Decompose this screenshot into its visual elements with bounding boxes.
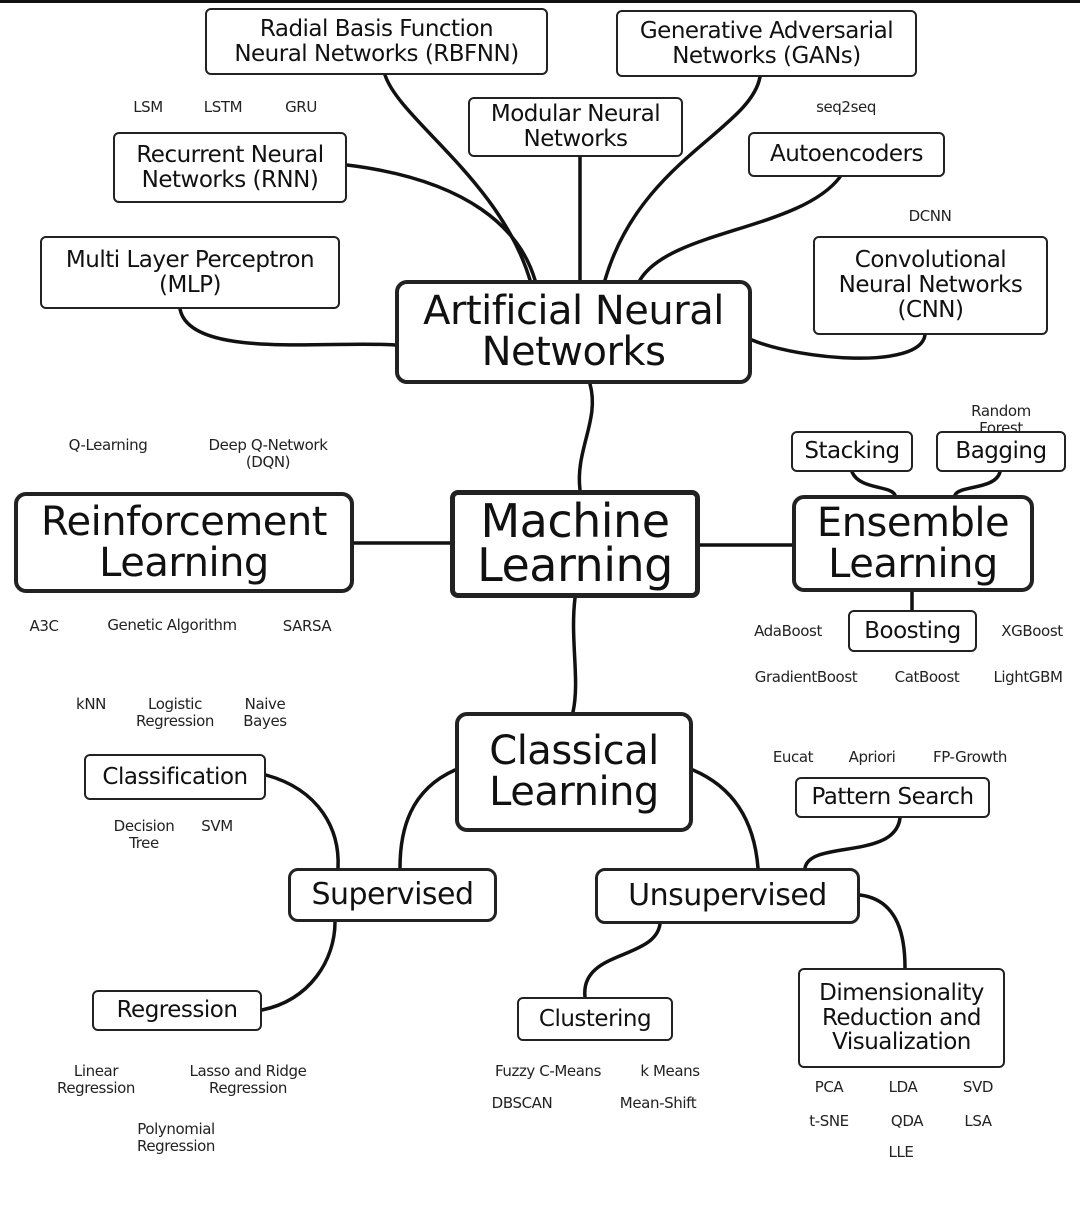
label-t-sne: t-SNE xyxy=(809,1112,849,1130)
node-reinforcement-learning: Reinforcement Learning xyxy=(14,492,354,593)
link-ann-autoencoders xyxy=(638,175,842,282)
node-artificial-neural-networks: Artificial Neural Networks xyxy=(395,280,752,384)
node-rbfnn: Radial Basis Function Neural Networks (R… xyxy=(205,8,548,75)
node-machine-learning: Machine Learning xyxy=(450,490,700,598)
link-ann-ml xyxy=(577,382,595,492)
node-pattern-search: Pattern Search xyxy=(795,777,990,818)
label-dqn: Deep Q-Network (DQN) xyxy=(208,436,328,472)
node-mlp: Multi Layer Perceptron (MLP) xyxy=(40,236,340,309)
link-classical-supervised xyxy=(398,768,457,870)
label-lightgbm: LightGBM xyxy=(993,668,1063,686)
node-regression: Regression xyxy=(92,990,262,1031)
node-clustering: Clustering xyxy=(517,997,673,1041)
node-rnn: Recurrent Neural Networks (RNN) xyxy=(113,132,347,203)
label-gru: GRU xyxy=(285,98,317,116)
label-genetic-algorithm: Genetic Algorithm xyxy=(107,616,237,634)
label-a3c: A3C xyxy=(29,617,59,635)
label-pca: PCA xyxy=(814,1078,844,1096)
label-knn: kNN xyxy=(76,695,106,713)
label-naive-bayes: Naive Bayes xyxy=(243,695,287,731)
link-patternsearch-unsupervised xyxy=(803,816,902,870)
label-seq2seq: seq2seq xyxy=(816,98,876,116)
node-stacking: Stacking xyxy=(791,431,913,472)
label-dbscan: DBSCAN xyxy=(491,1094,553,1112)
label-eucat: Eucat xyxy=(772,748,814,766)
node-bagging: Bagging xyxy=(936,431,1066,472)
top-border xyxy=(0,0,1080,3)
label-decision-tree: Decision Tree xyxy=(113,817,175,853)
label-xgboost: XGBoost xyxy=(1001,622,1063,640)
node-classification: Classification xyxy=(84,754,266,800)
label-mean-shift: Mean-Shift xyxy=(619,1094,697,1112)
link-regression-supervised xyxy=(260,920,337,1012)
link-ann-gans xyxy=(603,75,762,282)
link-ml-classical xyxy=(571,596,578,714)
label-random-forest: Random Forest xyxy=(971,402,1031,438)
label-q-learning: Q-Learning xyxy=(68,436,148,454)
label-polynomial-regression: Polynomial Regression xyxy=(136,1120,216,1156)
node-gans: Generative Adversarial Networks (GANs) xyxy=(616,10,917,77)
node-dimensionality-reduction: Dimensionality Reduction and Visualizati… xyxy=(798,968,1005,1068)
link-ann-cnn xyxy=(750,333,927,360)
label-catboost: CatBoost xyxy=(894,668,960,686)
label-dcnn: DCNN xyxy=(908,207,952,225)
link-unsupervised-dimensionality xyxy=(858,893,907,970)
label-lstm: LSTM xyxy=(203,98,243,116)
label-apriori: Apriori xyxy=(848,748,896,766)
label-lda: LDA xyxy=(888,1078,918,1096)
node-classical-learning: Classical Learning xyxy=(455,712,693,832)
node-modular-nn: Modular Neural Networks xyxy=(468,97,683,157)
label-gradientboost: GradientBoost xyxy=(754,668,858,686)
label-lsm: LSM xyxy=(133,98,163,116)
link-bagging-ensemble xyxy=(953,470,1002,497)
link-ann-rnn xyxy=(345,163,537,282)
node-supervised: Supervised xyxy=(288,868,497,922)
link-clustering-unsupervised xyxy=(583,922,662,999)
label-fp-growth: FP-Growth xyxy=(932,748,1008,766)
label-k-means: k Means xyxy=(640,1062,700,1080)
label-linear-regression: Linear Regression xyxy=(56,1062,136,1098)
node-unsupervised: Unsupervised xyxy=(595,868,860,924)
label-svd: SVD xyxy=(962,1078,994,1096)
node-ensemble-learning: Ensemble Learning xyxy=(792,495,1034,592)
label-fuzzy-c-means: Fuzzy C-Means xyxy=(494,1062,602,1080)
link-classical-unsupervised xyxy=(691,768,760,870)
node-cnn: Convolutional Neural Networks (CNN) xyxy=(813,236,1048,335)
label-logistic-regression: Logistic Regression xyxy=(135,695,215,731)
node-autoencoders: Autoencoders xyxy=(748,132,945,177)
node-boosting: Boosting xyxy=(848,610,977,652)
link-stacking-ensemble xyxy=(850,470,897,497)
label-qda: QDA xyxy=(890,1112,924,1130)
label-lle: LLE xyxy=(888,1143,914,1161)
link-ann-mlp xyxy=(178,307,397,347)
label-lasso-ridge: Lasso and Ridge Regression xyxy=(189,1062,307,1098)
label-svm: SVM xyxy=(201,817,233,835)
label-sarsa: SARSA xyxy=(282,617,332,635)
label-lsa: LSA xyxy=(964,1112,992,1130)
label-adaboost: AdaBoost xyxy=(754,622,822,640)
link-classification-supervised xyxy=(264,773,340,870)
